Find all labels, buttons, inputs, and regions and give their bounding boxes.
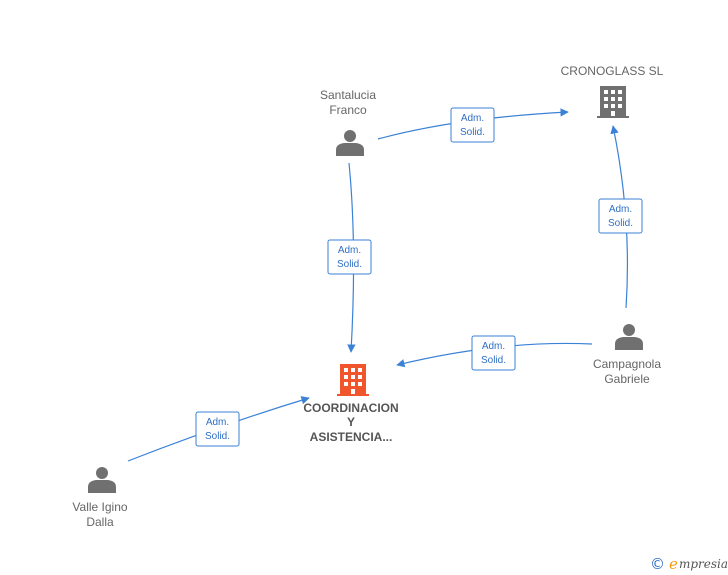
badge-line-1: Adm. [461, 113, 484, 124]
badge-box [327, 239, 372, 275]
node-valle[interactable]: Valle Igino Dalla [72, 467, 128, 529]
badge-line-2: Solid. [460, 127, 485, 138]
person-icon [615, 324, 643, 350]
badge-box [195, 411, 240, 447]
node-label-line-1: COORDINACION [303, 401, 398, 415]
node-label-line-2: Franco [329, 103, 367, 117]
edge-badges: Adm. Solid. Adm. Solid. Adm. Solid. Adm.… [195, 107, 643, 447]
node-label-line-1: Campagnola [593, 357, 661, 371]
badge-line-1: Adm. [338, 245, 361, 256]
badge-line-2: Solid. [481, 355, 506, 366]
brand-watermark: © e mpresia [650, 555, 728, 573]
node-coordinacion[interactable]: COORDINACION Y ASISTENCIA... [303, 364, 399, 444]
node-label-line-1: Santalucia [320, 88, 376, 102]
building-icon [597, 86, 629, 118]
node-label-line-2: Gabriele [604, 372, 650, 386]
badge-box [598, 198, 643, 234]
node-label-line-1: Valle Igino [72, 500, 127, 514]
person-icon [88, 467, 116, 493]
edge-badge-valle-coordinacion[interactable]: Adm. Solid. [195, 411, 240, 447]
badge-line-1: Adm. [609, 204, 632, 215]
badge-line-1: Adm. [482, 341, 505, 352]
node-label-line-2: Y [347, 415, 355, 429]
node-label-line-1: CRONOGLASS SL [561, 64, 664, 78]
node-santalucia[interactable]: Santalucia Franco [320, 88, 376, 156]
badge-box [471, 335, 516, 371]
badge-line-2: Solid. [608, 218, 633, 229]
badge-line-2: Solid. [205, 431, 230, 442]
edge-badge-campagnola-cronoglass[interactable]: Adm. Solid. [598, 198, 643, 234]
copyright-icon: © [650, 555, 665, 573]
node-campagnola[interactable]: Campagnola Gabriele [593, 324, 661, 386]
brand-name: mpresia [679, 557, 728, 571]
building-icon [337, 364, 369, 396]
edge-badge-campagnola-coordinacion[interactable]: Adm. Solid. [471, 335, 516, 371]
badge-line-1: Adm. [206, 417, 229, 428]
person-icon [336, 130, 364, 156]
brand-initial: e [669, 555, 678, 573]
node-label-line-2: Dalla [86, 515, 114, 529]
badge-box [450, 107, 495, 143]
node-label-line-3: ASISTENCIA... [310, 430, 393, 444]
node-cronoglass[interactable]: CRONOGLASS SL [561, 64, 664, 118]
edge-badge-santalucia-cronoglass[interactable]: Adm. Solid. [450, 107, 495, 143]
badge-line-2: Solid. [337, 259, 362, 270]
edge-badge-santalucia-coordinacion[interactable]: Adm. Solid. [327, 239, 372, 275]
